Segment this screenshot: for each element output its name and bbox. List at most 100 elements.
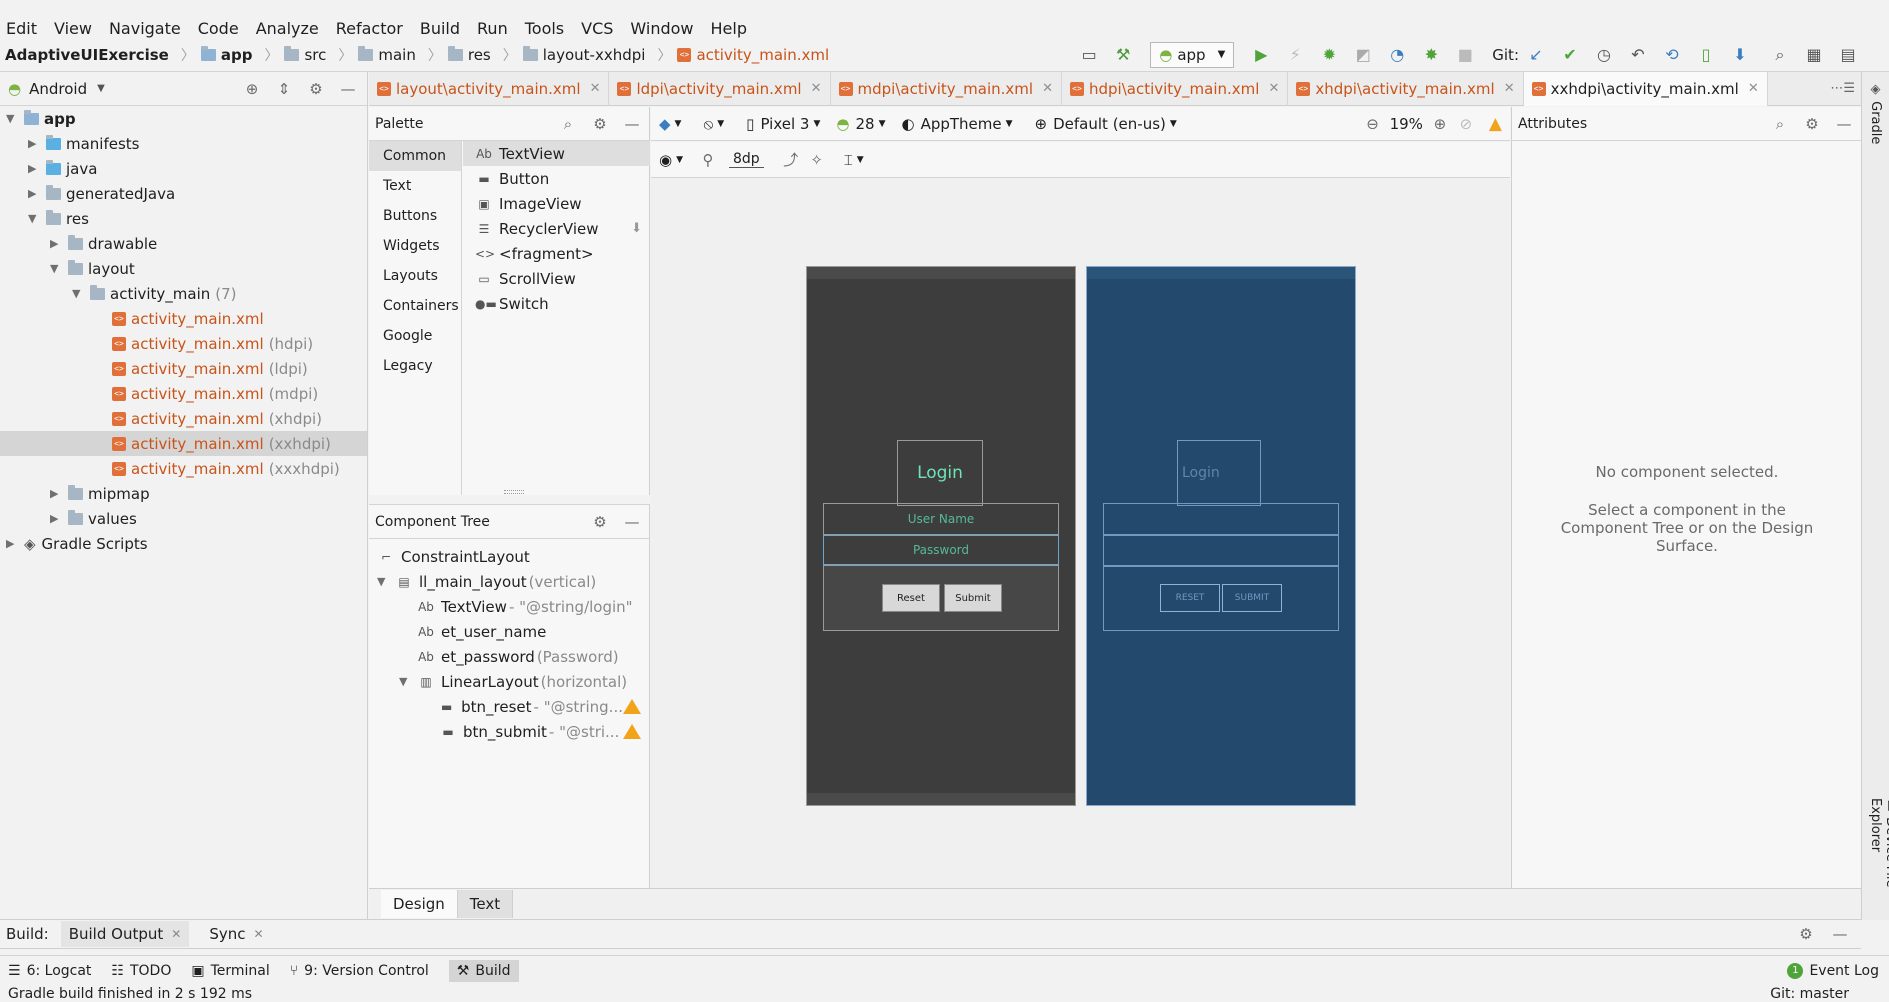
- todo-button[interactable]: ☷TODO: [111, 963, 171, 979]
- default-margin[interactable]: 8dp: [729, 151, 764, 168]
- palette-category-common[interactable]: Common: [369, 141, 461, 171]
- minimize-icon[interactable]: —: [624, 114, 640, 133]
- search-icon[interactable]: ⌕: [1775, 44, 1785, 64]
- expanded-arrow-icon[interactable]: ▼: [50, 262, 59, 275]
- menu-item-vcs[interactable]: VCS: [581, 18, 614, 38]
- palette-category-widgets[interactable]: Widgets: [383, 238, 440, 254]
- tree-item[interactable]: <>activity_main.xml(xhdpi): [0, 406, 367, 431]
- collapsed-arrow-icon[interactable]: ▶: [50, 487, 59, 500]
- select-device-icon[interactable]: ▭: [1081, 45, 1097, 64]
- tab-sync[interactable]: Sync✕: [209, 925, 263, 943]
- tree-item[interactable]: ▼app: [0, 106, 367, 131]
- palette-category-google[interactable]: Google: [383, 328, 433, 344]
- design-surface-select[interactable]: ◆▼: [659, 115, 681, 133]
- user-name-field[interactable]: User Name: [823, 503, 1059, 535]
- run-config-select[interactable]: ◓ app ▼: [1150, 41, 1235, 68]
- login-textview[interactable]: Login: [897, 440, 983, 506]
- tree-item[interactable]: <>activity_main.xml: [0, 306, 367, 331]
- tab-design[interactable]: Design: [381, 889, 458, 918]
- device-file-explorer-button[interactable]: ▯ Device File Explorer: [1868, 798, 1889, 920]
- tree-item[interactable]: ▼res: [0, 206, 367, 231]
- infer-constraints-icon[interactable]: ✧: [810, 150, 823, 169]
- menu-item-build[interactable]: Build: [419, 18, 461, 38]
- gear-icon[interactable]: ⚙: [593, 512, 607, 531]
- run-icon[interactable]: ▶: [1255, 45, 1268, 64]
- tree-item[interactable]: ▶java: [0, 156, 367, 181]
- gradle-tool-button[interactable]: ◈ Gradle: [1868, 82, 1883, 144]
- hammer-build-icon[interactable]: ⚒: [1116, 45, 1131, 64]
- component-tree-item[interactable]: ▼▥LinearLayout(horizontal): [369, 669, 649, 694]
- password-field-blueprint[interactable]: [1103, 535, 1339, 567]
- collapsed-arrow-icon[interactable]: ▶: [6, 537, 15, 550]
- orientation-select[interactable]: ⦸▼: [703, 115, 724, 133]
- menu-item-edit[interactable]: Edit: [6, 18, 37, 38]
- breadcrumb-item[interactable]: res: [447, 45, 491, 64]
- close-icon[interactable]: ✕: [589, 81, 601, 96]
- menu-item-window[interactable]: Window: [630, 18, 694, 38]
- profile-icon[interactable]: ◔: [1390, 45, 1405, 64]
- debug-icon[interactable]: ✹: [1322, 45, 1336, 64]
- close-icon[interactable]: ✕: [253, 927, 264, 941]
- palette-item[interactable]: ▭ScrollView: [463, 266, 650, 291]
- component-tree-item[interactable]: ▼▤ll_main_layout(vertical): [369, 569, 649, 594]
- api-select[interactable]: ◓28▼: [836, 115, 885, 133]
- reset-button[interactable]: Reset: [882, 584, 940, 612]
- collapse-all-icon[interactable]: ⇕: [277, 79, 291, 98]
- editor-tab[interactable]: <>ldpi\activity_main.xml✕: [609, 71, 831, 106]
- tree-item[interactable]: <>activity_main.xml(mdpi): [0, 381, 367, 406]
- minimize-icon[interactable]: —: [624, 512, 640, 531]
- palette-item[interactable]: ●▬Switch: [463, 291, 650, 316]
- project-structure-icon[interactable]: ▦: [1806, 45, 1822, 64]
- palette-category-buttons[interactable]: Buttons: [383, 208, 438, 224]
- editor-tab[interactable]: <>hdpi\activity_main.xml✕: [1062, 71, 1289, 106]
- close-icon[interactable]: ✕: [1042, 81, 1053, 96]
- stop-icon[interactable]: ■: [1457, 45, 1473, 64]
- warning-icon[interactable]: [623, 699, 641, 714]
- gear-icon[interactable]: ⚙: [1805, 114, 1819, 133]
- palette-item[interactable]: ▣ImageView: [463, 191, 650, 216]
- expanded-arrow-icon[interactable]: ▼: [72, 287, 81, 300]
- download-icon[interactable]: ⬇: [631, 221, 642, 236]
- blueprint-preview[interactable]: Login RESET SUBMIT: [1086, 266, 1356, 806]
- tree-item[interactable]: ▶drawable: [0, 231, 367, 256]
- editor-tab[interactable]: <>xxhdpi\activity_main.xml✕: [1523, 71, 1768, 106]
- tree-item[interactable]: ▼layout: [0, 256, 367, 281]
- palette-item[interactable]: ▬Button: [463, 166, 650, 191]
- gear-icon[interactable]: ⚙: [309, 79, 323, 98]
- close-icon[interactable]: ✕: [810, 81, 822, 96]
- reset-button-blueprint[interactable]: RESET: [1160, 584, 1220, 612]
- terminal-button[interactable]: ▣Terminal: [191, 963, 269, 979]
- avd-manager-icon[interactable]: ▯: [1701, 45, 1711, 64]
- expanded-arrow-icon[interactable]: ▼: [377, 575, 386, 588]
- tab-overflow-icon[interactable]: ⋯☰: [1830, 81, 1855, 96]
- warning-icon[interactable]: [623, 724, 641, 739]
- git-history-icon[interactable]: ◷: [1597, 45, 1611, 64]
- zoom-out-icon[interactable]: ⊖: [1366, 114, 1379, 133]
- apply-changes-icon[interactable]: ⚡: [1289, 45, 1301, 64]
- expanded-arrow-icon[interactable]: ▼: [28, 212, 37, 225]
- version-control-button[interactable]: ⑂9: Version Control: [290, 963, 429, 979]
- component-tree-item[interactable]: ▬btn_reset- "@string...: [369, 694, 649, 719]
- tree-item[interactable]: <>activity_main.xml(xxhdpi): [0, 431, 367, 456]
- palette-item[interactable]: ☰RecyclerView⬇: [463, 216, 650, 241]
- collapsed-arrow-icon[interactable]: ▶: [50, 512, 59, 525]
- menu-item-help[interactable]: Help: [710, 18, 747, 38]
- breadcrumb-item[interactable]: AdaptiveUIExercise: [5, 46, 169, 64]
- guidelines-select[interactable]: ⌶▼: [844, 151, 864, 169]
- clear-constraints-icon[interactable]: ⤴: [783, 151, 799, 169]
- tree-item[interactable]: ▶mipmap: [0, 481, 367, 506]
- editor-tab[interactable]: <>mdpi\activity_main.xml✕: [831, 71, 1062, 106]
- git-branch[interactable]: Git: master: [1770, 986, 1849, 1002]
- tree-item[interactable]: <>activity_main.xml(hdpi): [0, 331, 367, 356]
- resize-handle[interactable]: [504, 490, 524, 494]
- locate-icon[interactable]: ⊕: [245, 79, 259, 98]
- attach-debugger-icon[interactable]: ◩: [1355, 45, 1371, 64]
- menu-item-navigate[interactable]: Navigate: [108, 18, 181, 38]
- tree-item[interactable]: ▶◈Gradle Scripts: [0, 531, 367, 556]
- project-view-select[interactable]: Android: [29, 79, 88, 98]
- git-update-icon[interactable]: ↙: [1529, 45, 1543, 64]
- tree-item[interactable]: <>activity_main.xml(ldpi): [0, 356, 367, 381]
